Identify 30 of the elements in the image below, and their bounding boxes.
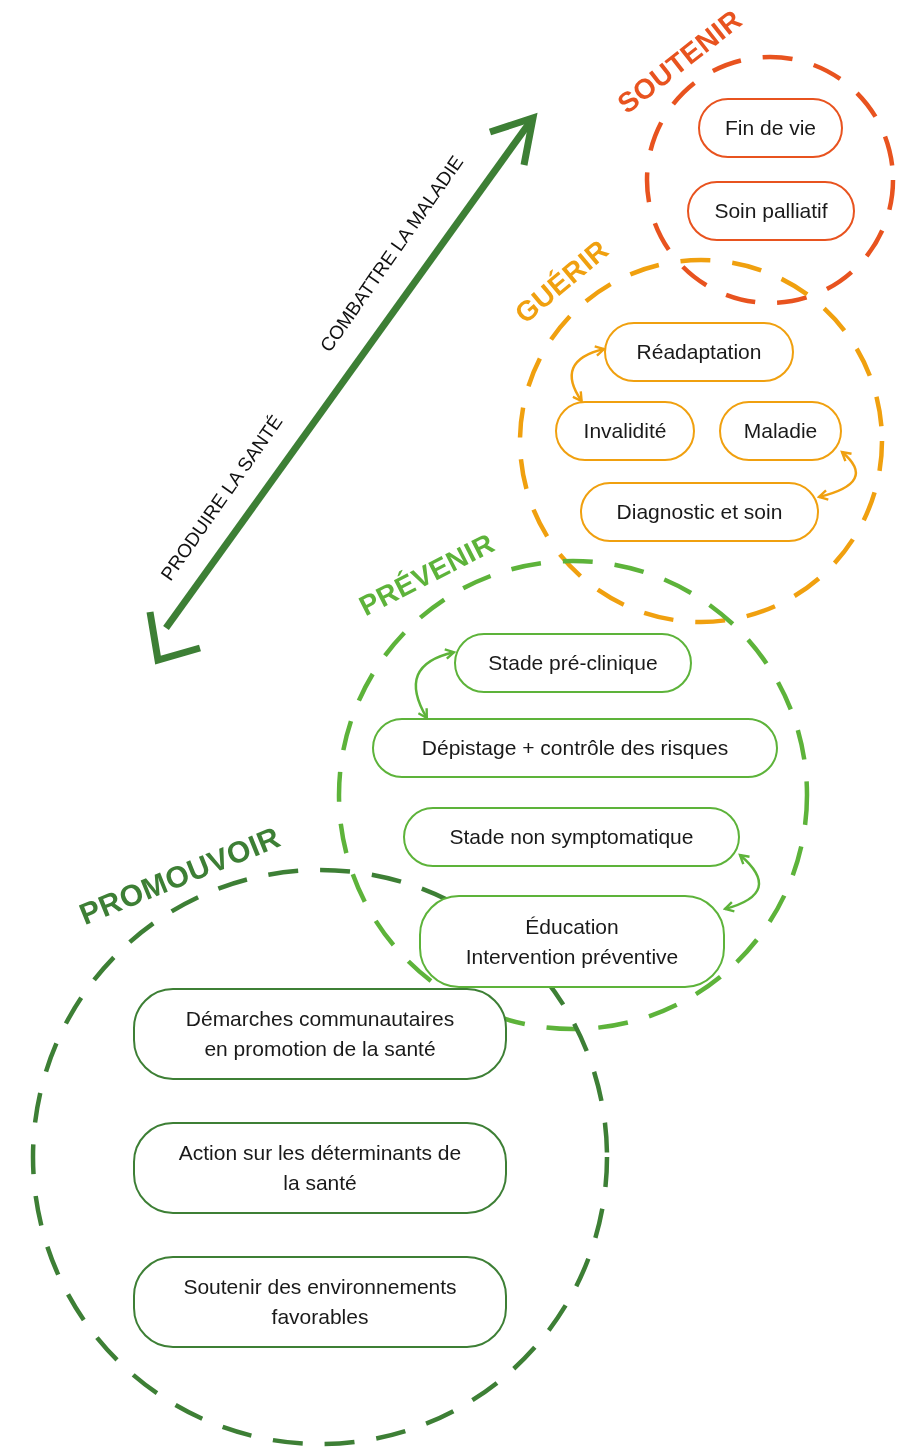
rounded-box — [133, 1122, 507, 1214]
box-text: Stade pré-clinique — [488, 650, 658, 676]
box-text: Action sur les déterminants de la santé — [177, 1140, 463, 1196]
rounded-box — [133, 1256, 507, 1348]
box-text: Maladie — [743, 418, 818, 444]
box-text: Intervention préventive — [465, 943, 679, 970]
rounded-box — [555, 401, 695, 461]
box-text: Invalidité — [583, 418, 667, 444]
box-text: Soin palliatif — [714, 198, 828, 224]
rounded-box — [454, 633, 692, 693]
box-text: Dépistage + contrôle des risques — [421, 735, 729, 761]
rounded-box — [133, 988, 507, 1080]
rounded-box — [719, 401, 842, 461]
box-text: Démarches communautaires en promotion de la santé — [185, 1006, 455, 1062]
rounded-box — [372, 718, 778, 778]
rounded-box — [403, 807, 740, 867]
curved-arrow — [723, 853, 761, 913]
rounded-box — [419, 895, 725, 988]
curved-arrow — [570, 345, 606, 403]
curved-arrow — [817, 450, 857, 501]
rounded-box — [604, 322, 794, 382]
box-text: Soutenir des environnements favorables — [182, 1274, 458, 1330]
box-text: Diagnostic et soin — [616, 499, 783, 525]
box-text: Éducation — [525, 913, 619, 940]
rounded-box — [687, 181, 855, 241]
box-text: Fin de vie — [724, 115, 816, 141]
rounded-box — [580, 482, 819, 542]
box-text: Réadaptation — [636, 339, 762, 365]
box-text: Stade non symptomatique — [449, 824, 694, 850]
curved-arrow — [414, 648, 456, 720]
